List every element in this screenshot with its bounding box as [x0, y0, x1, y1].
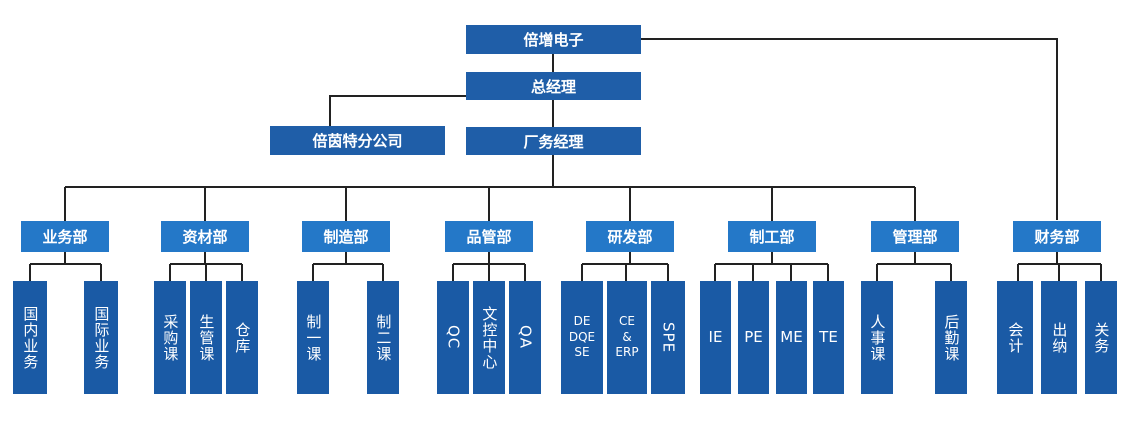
unit-label: 生管课: [197, 313, 216, 362]
unit-mfg-2: 制二课: [367, 281, 399, 394]
unit-label: CE & ERP: [615, 314, 639, 360]
dept-engineering: 制工部: [728, 221, 816, 252]
unit-label: 国内业务: [21, 305, 40, 370]
unit-cashier: 出纳: [1041, 281, 1077, 394]
unit-pe: PE: [738, 281, 769, 394]
unit-label: IE: [708, 328, 723, 347]
dept-quality: 品管部: [445, 221, 533, 252]
unit-me: ME: [776, 281, 807, 394]
unit-label: 关务: [1092, 321, 1111, 354]
dept-sales-label: 业务部: [42, 228, 88, 246]
unit-label: QA: [516, 325, 535, 350]
unit-label: ME: [780, 328, 803, 347]
unit-label: TE: [819, 328, 838, 347]
dept-materials: 资材部: [161, 221, 249, 252]
unit-label: 制一课: [304, 313, 323, 362]
unit-production-control: 生管课: [190, 281, 222, 394]
unit-qa: QA: [509, 281, 541, 394]
unit-logistics: 后勤课: [935, 281, 967, 394]
unit-customs: 关务: [1085, 281, 1117, 394]
dept-finance: 财务部: [1013, 221, 1101, 252]
unit-label: QC: [444, 325, 463, 350]
unit-spe: SPE: [651, 281, 685, 394]
unit-label: DE DQE SE: [568, 314, 596, 360]
unit-accounting: 会计: [997, 281, 1033, 394]
factory-manager-box: 厂务经理: [466, 127, 641, 155]
gm-box: 总经理: [466, 72, 641, 100]
unit-label: 文控中心: [480, 305, 499, 370]
unit-international-sales: 国际业务: [84, 281, 118, 394]
subsidiary-box: 倍茵特分公司: [270, 126, 445, 155]
dept-materials-label: 资材部: [182, 228, 228, 246]
subsidiary-label: 倍茵特分公司: [312, 132, 403, 150]
unit-label: 国际业务: [92, 305, 111, 370]
unit-label: 仓库: [233, 321, 252, 354]
unit-qc: QC: [437, 281, 469, 394]
dept-rnd: 研发部: [586, 221, 674, 252]
unit-de-dqe-se: DE DQE SE: [561, 281, 603, 394]
gm-label: 总经理: [530, 77, 576, 96]
unit-label: 人事课: [868, 313, 887, 362]
unit-domestic-sales: 国内业务: [13, 281, 47, 394]
dept-sales: 业务部: [21, 221, 109, 252]
dept-finance-label: 财务部: [1034, 228, 1080, 246]
unit-mfg-1: 制一课: [297, 281, 329, 394]
unit-hr: 人事课: [861, 281, 893, 394]
unit-label: 出纳: [1050, 321, 1069, 354]
unit-ie: IE: [700, 281, 731, 394]
unit-label: 采购课: [161, 313, 180, 362]
company-label: 倍增电子: [523, 31, 584, 49]
unit-purchasing: 采购课: [154, 281, 186, 394]
dept-manufacturing: 制造部: [302, 221, 390, 252]
dept-rnd-label: 研发部: [607, 228, 653, 246]
unit-label: 制二课: [374, 313, 393, 362]
dept-quality-label: 品管部: [466, 228, 512, 246]
dept-manufacturing-label: 制造部: [323, 228, 369, 246]
dept-engineering-label: 制工部: [749, 228, 795, 246]
unit-label: PE: [744, 328, 763, 347]
unit-document-control: 文控中心: [473, 281, 505, 394]
unit-label: SPE: [659, 321, 678, 354]
unit-warehouse: 仓库: [226, 281, 258, 394]
unit-label: 后勤课: [942, 313, 961, 362]
factory-manager-label: 厂务经理: [523, 132, 584, 151]
company-box: 倍增电子: [466, 25, 641, 54]
unit-ce-erp: CE & ERP: [607, 281, 647, 394]
dept-admin: 管理部: [871, 221, 959, 252]
unit-label: 会计: [1006, 321, 1025, 354]
unit-te: TE: [813, 281, 844, 394]
dept-admin-label: 管理部: [892, 228, 938, 246]
